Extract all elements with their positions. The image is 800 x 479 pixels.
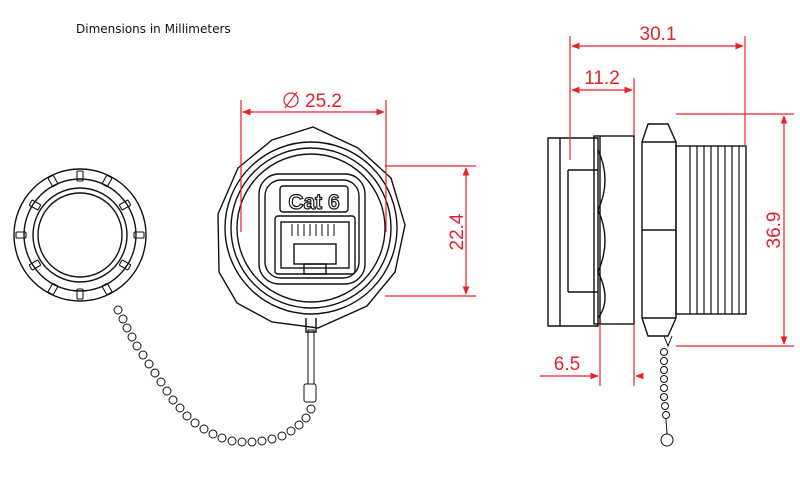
jack-label: Cat 6 [288, 191, 339, 214]
overall-length-dimension: 30.1 [640, 24, 677, 45]
cap-offset-dimension: 6.5 [554, 354, 580, 375]
diameter-dimension: 25.2 [305, 91, 342, 112]
bead-chain [113, 305, 317, 447]
side-chain [660, 335, 674, 447]
cap-profile [547, 137, 599, 327]
rj45-pins [291, 224, 335, 236]
side-dimensions [540, 36, 794, 386]
jack-housing [258, 173, 366, 285]
rj45-port [274, 215, 356, 275]
hex-nut-outline [217, 126, 406, 329]
side-view [547, 123, 747, 447]
hex-nut-profile [641, 123, 677, 337]
thread-diameter-dimension: 36.9 [764, 212, 785, 249]
height-dimension: 22.4 [447, 213, 468, 250]
thread-lines [689, 146, 740, 314]
flange-depth-dimension: 11.2 [584, 68, 620, 89]
front-dimensions [240, 91, 476, 297]
jack-label-plate [279, 185, 349, 213]
front-view [217, 126, 406, 333]
page-title: Dimensions in Millimeters [76, 22, 231, 36]
flange-profile [593, 135, 635, 325]
cap-grip-ridges [15, 170, 145, 300]
dust-cap [13, 168, 147, 302]
